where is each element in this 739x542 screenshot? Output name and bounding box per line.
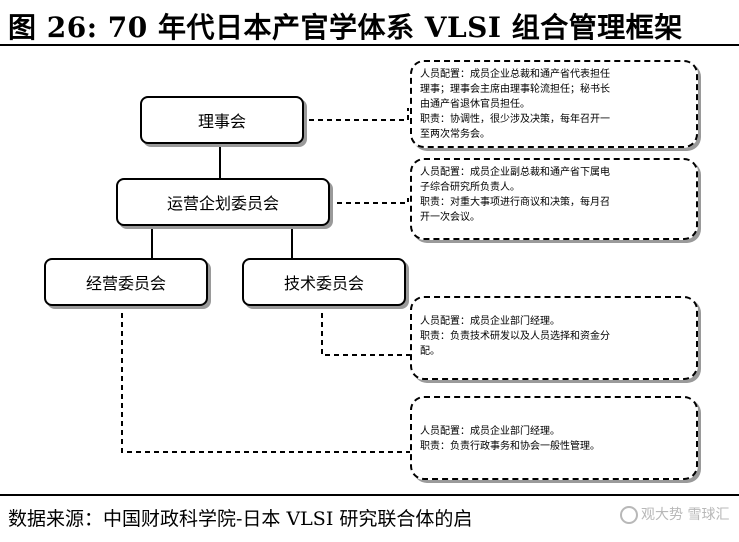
note-line: 由通产省退休官员担任。 — [420, 99, 530, 110]
note-line: 人员配置：成员企业副总裁和通产省下属电 — [420, 167, 610, 178]
dash-technical-note — [321, 304, 410, 356]
note-line: 至两次常务会。 — [420, 129, 490, 140]
note-line: 子综合研究所负责人。 — [420, 182, 520, 193]
note-line: 职责：负责行政事务和协会一般性管理。 — [420, 441, 600, 452]
wechat-icon — [620, 506, 638, 524]
planning-committee-label: 运营企划委员会 — [166, 194, 279, 213]
dash-board-note — [300, 108, 409, 121]
dash-management-note — [121, 304, 410, 453]
note-line: 开一次会议。 — [420, 212, 480, 223]
footer-rule — [0, 494, 739, 496]
management-committee-label: 经营委员会 — [85, 274, 166, 293]
board-node: 理事会 — [140, 96, 304, 144]
figure-title-bar: 图 26: 70 年代日本产官学体系 VLSI 组合管理框架 — [0, 0, 739, 44]
figure-title: 图 26: 70 年代日本产官学体系 VLSI 组合管理框架 — [8, 11, 683, 44]
note-line: 人员配置：成员企业部门经理。 — [420, 316, 560, 327]
technical-note: 人员配置：成员企业部门经理。 职责：负责技术研发以及人员选择和资金分 配。 — [410, 296, 698, 380]
note-line: 配。 — [420, 346, 440, 357]
planning-committee-node: 运营企划委员会 — [116, 178, 330, 226]
title-rule — [0, 44, 739, 46]
note-line: 职责：对重大事项进行商议和决策，每月召 — [420, 197, 610, 208]
technical-committee-label: 技术委员会 — [283, 274, 364, 293]
note-line: 理事；理事会主席由理事轮流担任；秘书长 — [420, 84, 610, 95]
dash-planning-note — [328, 198, 409, 204]
watermark: 观大势 雪球汇 — [620, 504, 729, 524]
source-text: 数据来源：中国财政科学院-日本 VLSI 研究联合体的启 — [8, 508, 473, 530]
management-committee-node: 经营委员会 — [44, 258, 208, 306]
note-line: 职责：负责技术研发以及人员选择和资金分 — [420, 331, 610, 342]
board-label: 理事会 — [197, 112, 246, 131]
technical-committee-node: 技术委员会 — [242, 258, 406, 306]
note-line: 人员配置：成员企业部门经理。 — [420, 426, 560, 437]
note-line: 人员配置：成员企业总裁和通产省代表担任 — [420, 69, 610, 80]
watermark-text: 观大势 雪球汇 — [641, 507, 730, 523]
board-note: 人员配置：成员企业总裁和通产省代表担任 理事；理事会主席由理事轮流担任；秘书长 … — [410, 60, 698, 148]
management-note: 人员配置：成员企业部门经理。 职责：负责行政事务和协会一般性管理。 — [410, 396, 698, 480]
note-line: 职责：协调性，很少涉及决策，每年召开一 — [420, 114, 610, 125]
planning-note: 人员配置：成员企业副总裁和通产省下属电 子综合研究所负责人。 职责：对重大事项进… — [410, 158, 698, 240]
